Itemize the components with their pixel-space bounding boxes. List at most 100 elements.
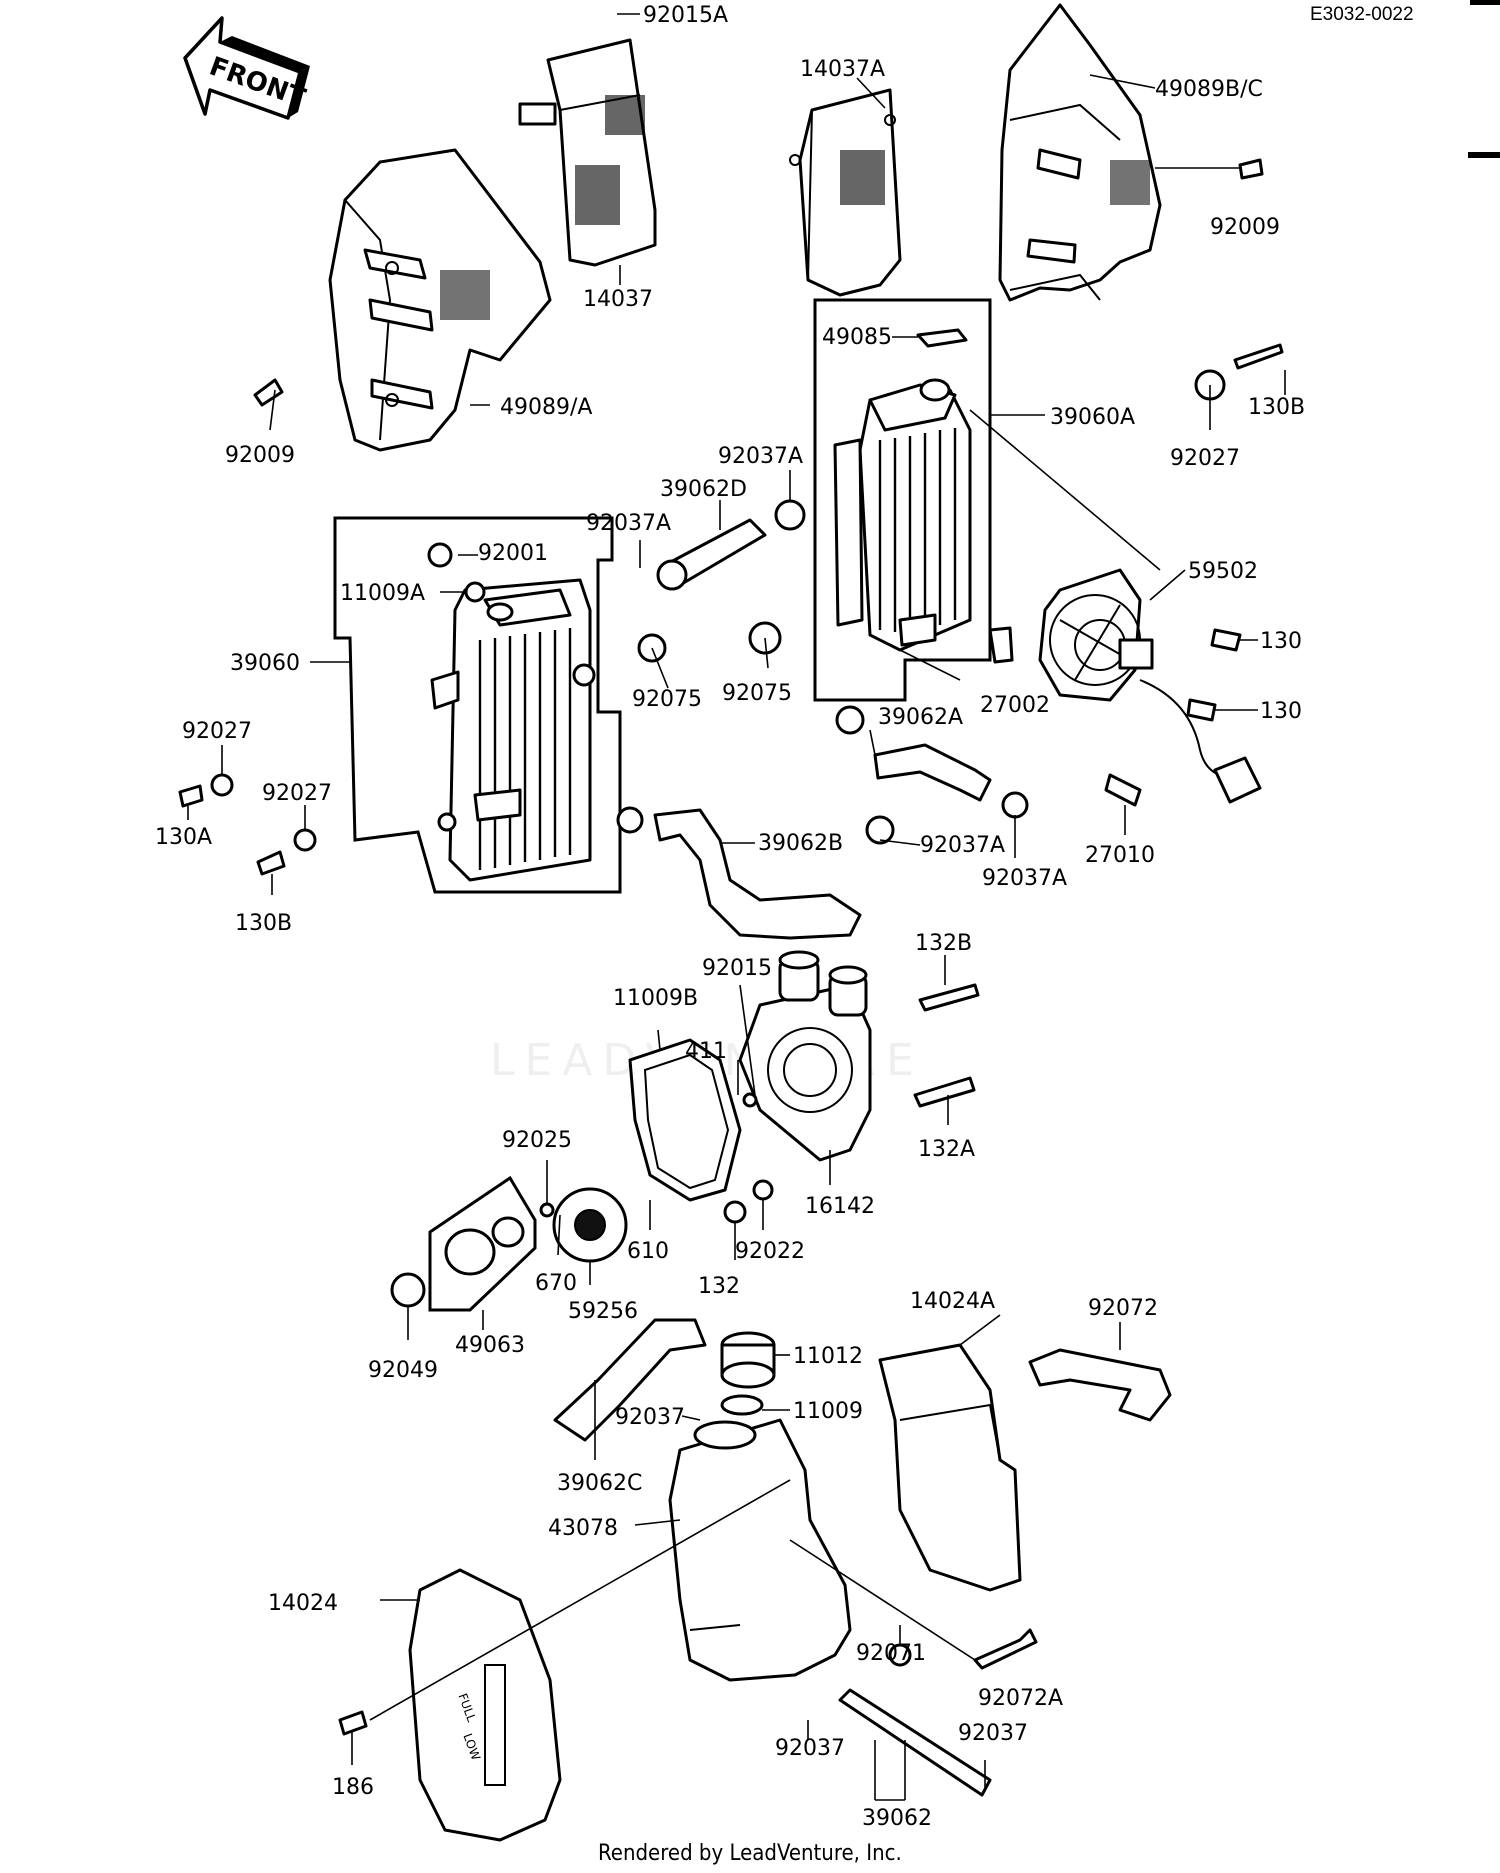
part-label: 670 bbox=[535, 1271, 577, 1296]
bolt-132b bbox=[918, 983, 980, 1012]
part-label: 16142 bbox=[805, 1194, 875, 1219]
radiator-assembly-right bbox=[813, 298, 992, 702]
bolt bbox=[1233, 343, 1284, 370]
cooling-fan bbox=[1038, 568, 1262, 804]
part-label: 92009 bbox=[225, 443, 295, 468]
clamp-92037a bbox=[656, 559, 688, 591]
part-label: 43078 bbox=[548, 1516, 618, 1541]
part-label: 92049 bbox=[368, 1358, 438, 1383]
part-label: 411 bbox=[685, 1039, 727, 1064]
oil-seal bbox=[390, 1272, 426, 1308]
washer bbox=[539, 1202, 555, 1218]
part-label: 132A bbox=[918, 1137, 975, 1162]
bolt bbox=[253, 378, 284, 407]
part-label: 27002 bbox=[980, 693, 1050, 718]
part-label: 14024A bbox=[910, 1289, 995, 1314]
leader-lines bbox=[187, 13, 1286, 1801]
drain-bolt bbox=[427, 542, 453, 568]
bolt bbox=[1238, 158, 1264, 180]
radiator-grille-left bbox=[518, 38, 657, 267]
part-label: 11009 bbox=[793, 1399, 863, 1424]
bolt-186 bbox=[338, 1710, 368, 1736]
bolt bbox=[1186, 698, 1217, 722]
damper bbox=[293, 828, 317, 852]
clamp-92037a bbox=[865, 815, 895, 845]
washer bbox=[752, 1179, 774, 1201]
edge-mark bbox=[1468, 152, 1500, 158]
washer bbox=[464, 581, 486, 603]
part-label: 92071 bbox=[856, 1641, 926, 1666]
part-label: 49085 bbox=[822, 325, 892, 350]
part-label: 14037 bbox=[583, 287, 653, 312]
part-label: 39060A bbox=[1050, 405, 1135, 430]
part-label: 14037A bbox=[800, 57, 885, 82]
clamp-92037a bbox=[835, 705, 865, 735]
coolant-reservoir bbox=[668, 1418, 852, 1682]
part-label: 130 bbox=[1260, 629, 1302, 654]
part-label: 92037A bbox=[586, 511, 671, 536]
part-label: 39062B bbox=[758, 831, 843, 856]
part-label: 186 bbox=[332, 1775, 374, 1800]
part-label: 92027 bbox=[1170, 446, 1240, 471]
part-label: 130B bbox=[235, 911, 292, 936]
part-label: 610 bbox=[627, 1239, 669, 1264]
part-label: 92025 bbox=[502, 1128, 572, 1153]
temp-sensor bbox=[1104, 773, 1142, 807]
part-label: 39062D bbox=[660, 477, 747, 502]
part-label: 92037A bbox=[718, 444, 803, 469]
part-label: 92001 bbox=[478, 541, 548, 566]
bolt bbox=[178, 784, 204, 808]
part-label: 132B bbox=[915, 931, 972, 956]
seal-kit bbox=[428, 1175, 537, 1312]
part-label: 59256 bbox=[568, 1299, 638, 1324]
part-label: 92072 bbox=[1088, 1296, 1158, 1321]
part-label: 130A bbox=[155, 825, 212, 850]
part-label: 130 bbox=[1260, 699, 1302, 724]
hose-39062b bbox=[653, 808, 862, 940]
part-label: 92009 bbox=[1210, 215, 1280, 240]
impeller bbox=[552, 1187, 628, 1263]
part-label: 92037A bbox=[920, 833, 1005, 858]
part-label: 14024 bbox=[268, 1591, 338, 1616]
bolt bbox=[256, 850, 286, 876]
radiator-grille-right bbox=[789, 88, 902, 297]
part-label: 132 bbox=[698, 1274, 740, 1299]
reservoir-cover-14024a bbox=[878, 1343, 1022, 1592]
radiator-cap bbox=[916, 328, 968, 348]
part-label: 92075 bbox=[722, 681, 792, 706]
clamp-92037a bbox=[1001, 791, 1029, 819]
part-label: 92072A bbox=[978, 1686, 1063, 1711]
hose-39062 bbox=[838, 1688, 992, 1797]
part-label: 92027 bbox=[182, 719, 252, 744]
bracket-92072a bbox=[973, 1628, 1038, 1670]
part-label: 92037A bbox=[982, 866, 1067, 891]
bolt bbox=[1210, 628, 1242, 652]
part-label: 39060 bbox=[230, 651, 300, 676]
damper bbox=[210, 773, 234, 797]
reservoir-cover-14024: FULL LOW bbox=[408, 1568, 562, 1842]
part-label: 39062 bbox=[862, 1806, 932, 1831]
hose-39062a bbox=[873, 743, 992, 802]
part-label: 92075 bbox=[632, 687, 702, 712]
front-arrow-icon: FRONT bbox=[183, 16, 310, 120]
diagram-code: E3032-0022 bbox=[1310, 4, 1414, 25]
part-label: 92015A bbox=[643, 3, 728, 28]
part-label: 92027 bbox=[262, 781, 332, 806]
part-label: 11012 bbox=[793, 1344, 863, 1369]
bolt-132a bbox=[913, 1076, 976, 1108]
radiator-shroud-right bbox=[998, 3, 1162, 302]
part-label: 49063 bbox=[455, 1333, 525, 1358]
water-pump-cover bbox=[738, 950, 872, 1162]
edge-mark bbox=[1470, 0, 1500, 5]
hose-39062c bbox=[553, 1318, 707, 1442]
part-label: 49089B/C bbox=[1155, 77, 1263, 102]
radiator-assembly-left bbox=[333, 516, 622, 894]
part-label: 130B bbox=[1248, 395, 1305, 420]
radiator-shroud-left bbox=[328, 148, 552, 452]
part-label: 39062C bbox=[557, 1471, 642, 1496]
washer bbox=[742, 1092, 758, 1108]
part-label: 11009B bbox=[613, 986, 698, 1011]
clamp-92037a bbox=[774, 499, 806, 531]
part-label: 92015 bbox=[702, 956, 772, 981]
